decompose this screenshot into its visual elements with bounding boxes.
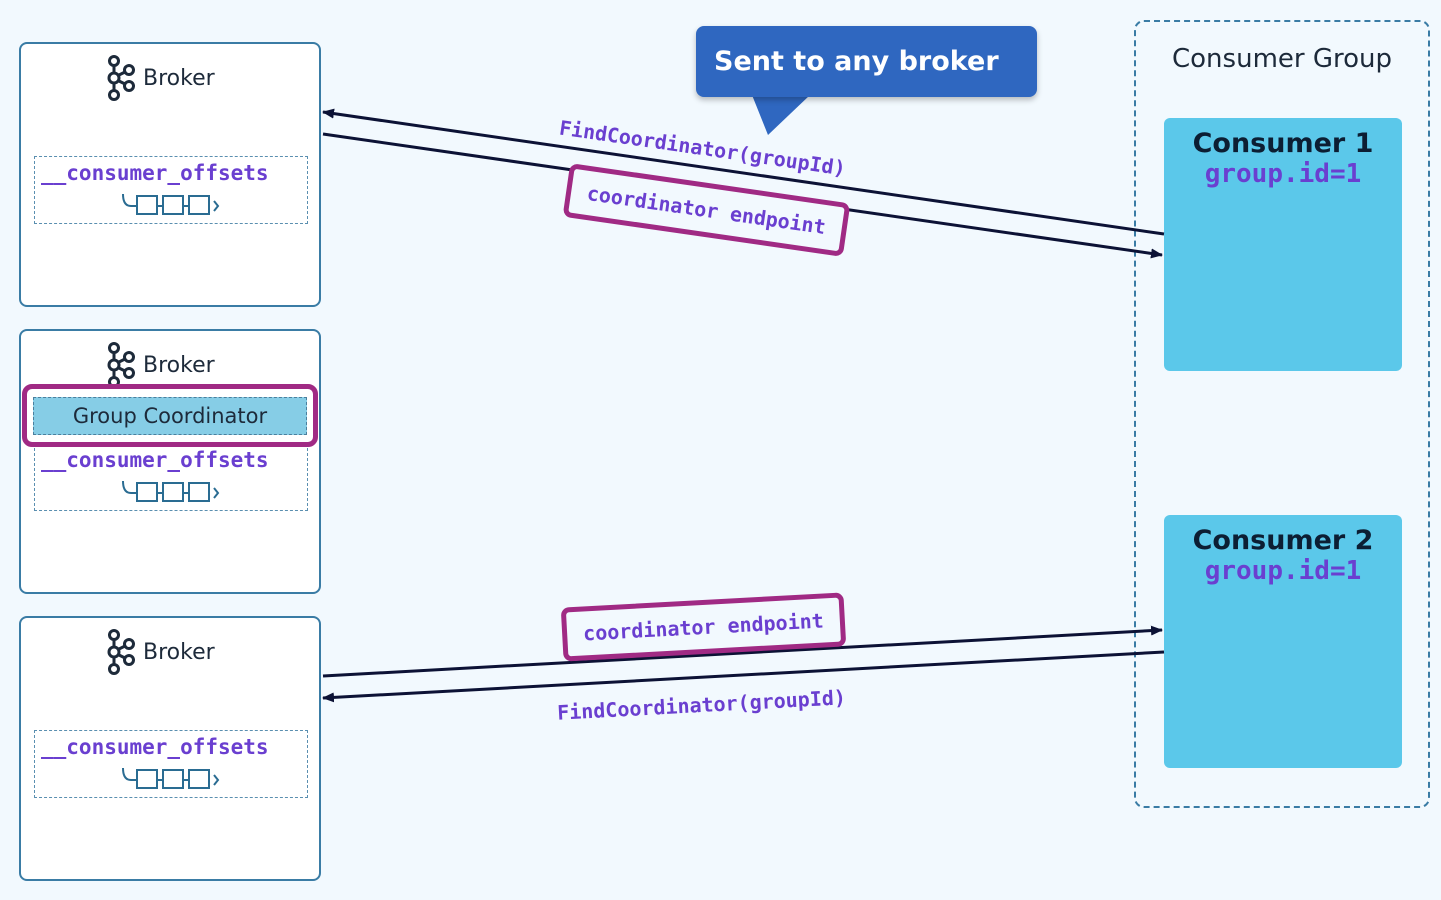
group-coordinator-highlight <box>22 384 318 447</box>
broker-header: Broker <box>105 54 215 102</box>
callout-sent-to-any-broker: Sent to any broker <box>696 26 1037 97</box>
broker-3: Broker __consumer_offsets <box>19 616 321 881</box>
kafka-logo-icon <box>107 342 135 388</box>
consumer-group-id: group.id=1 <box>1204 159 1362 189</box>
callout-pointer <box>752 95 810 135</box>
broker-2: Broker __consumer_offsets <box>19 329 321 594</box>
group-coordinator: Group Coordinator <box>33 397 307 435</box>
consumer-name: Consumer 1 <box>1192 128 1374 159</box>
consumer-name: Consumer 2 <box>1192 525 1374 556</box>
coordinator-response-arrow-bottom <box>322 625 1163 678</box>
consumer-group-title: Consumer Group <box>1172 44 1392 74</box>
consumer-offsets-topic: __consumer_offsets <box>34 156 308 224</box>
log-segments-icon <box>122 767 220 789</box>
broker-label: Broker <box>143 639 215 665</box>
consumer-1: Consumer 1 group.id=1 <box>1164 118 1402 371</box>
broker-header: Broker <box>105 341 215 389</box>
consumer-group-box <box>1134 20 1430 808</box>
broker-label: Broker <box>143 352 215 378</box>
find-coordinator-request-arrow-bottom <box>322 650 1165 703</box>
broker-1: Broker __consumer_offsets <box>19 42 321 307</box>
broker-header: Broker <box>105 628 215 676</box>
offsets-topic-label: __consumer_offsets <box>41 735 269 759</box>
offsets-topic-label: __consumer_offsets <box>41 161 269 185</box>
broker-label: Broker <box>143 65 215 91</box>
consumer-offsets-topic: __consumer_offsets <box>34 730 308 798</box>
kafka-logo-icon <box>107 55 135 101</box>
log-segments-icon <box>122 193 220 215</box>
consumer-2: Consumer 2 group.id=1 <box>1164 515 1402 768</box>
offsets-topic-label: __consumer_offsets <box>41 448 269 472</box>
consumer-group-id: group.id=1 <box>1204 556 1362 586</box>
log-segments-icon <box>122 480 220 502</box>
find-coordinator-request-arrow-top <box>322 108 1165 236</box>
consumer-offsets-topic: __consumer_offsets <box>34 443 308 511</box>
kafka-logo-icon <box>107 629 135 675</box>
